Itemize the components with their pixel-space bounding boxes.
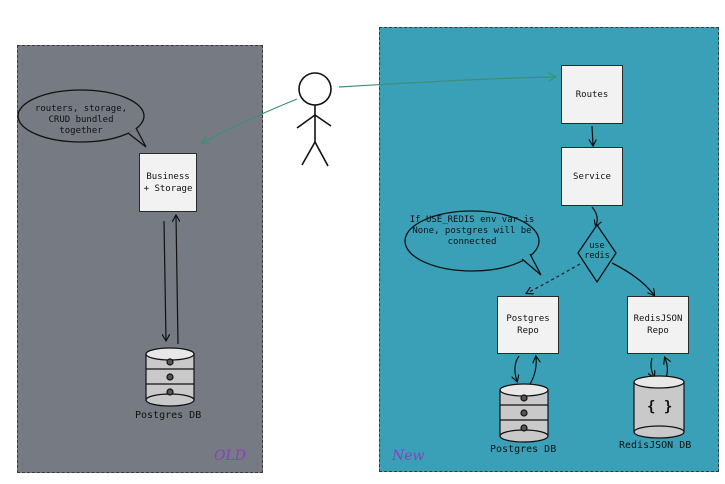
service-box: Service (561, 147, 623, 206)
arrow-postgres-to-business (176, 216, 178, 345)
redisjson-db-icon (633, 375, 685, 439)
arrow-decision-to-postgres-repo (527, 263, 581, 293)
routes-box: Routes (561, 65, 623, 124)
arrow-postgres-db-to-repo (529, 357, 536, 385)
arrow-postgres-repo-to-db (515, 355, 520, 381)
arrow-user-to-business-storage (202, 98, 298, 143)
old-speech-bubble (17, 89, 147, 148)
arrow-service-to-decision (591, 206, 597, 226)
arrow-user-to-routes (338, 77, 555, 88)
arrow-redis-db-to-repo (665, 358, 667, 379)
new-speech-bubble (404, 210, 542, 276)
redisjson-repo-box: RedisJSON Repo (627, 296, 689, 354)
old-postgres-db-icon (145, 347, 195, 407)
json-braces-icon: { } (647, 399, 673, 415)
old-bubble-text: routers, storage, CRUD bundled together (34, 104, 128, 136)
arrow-redis-repo-to-db (651, 357, 654, 377)
postgres-repo-box: Postgres Repo (497, 296, 559, 354)
arrow-decision-to-redis-repo (611, 262, 654, 295)
redisjson-db-label: RedisJSON DB (619, 440, 692, 451)
new-postgres-db-icon (499, 383, 549, 443)
user-stick-figure-icon (296, 72, 332, 167)
new-tag: New (392, 448, 425, 464)
new-bubble-text: If USE_REDIS env var is None, postgres w… (409, 215, 535, 247)
arrow-business-to-postgres (164, 220, 166, 340)
new-postgres-db-label: Postgres DB (490, 444, 557, 455)
old-tag: OLD (214, 448, 246, 464)
use-redis-decision-diamond (577, 223, 617, 284)
business-storage-box: Business + Storage (139, 153, 197, 212)
arrow-routes-to-service (592, 125, 593, 145)
decision-label: use redis (584, 241, 610, 261)
old-postgres-db-label: Postgres DB (135, 410, 202, 421)
